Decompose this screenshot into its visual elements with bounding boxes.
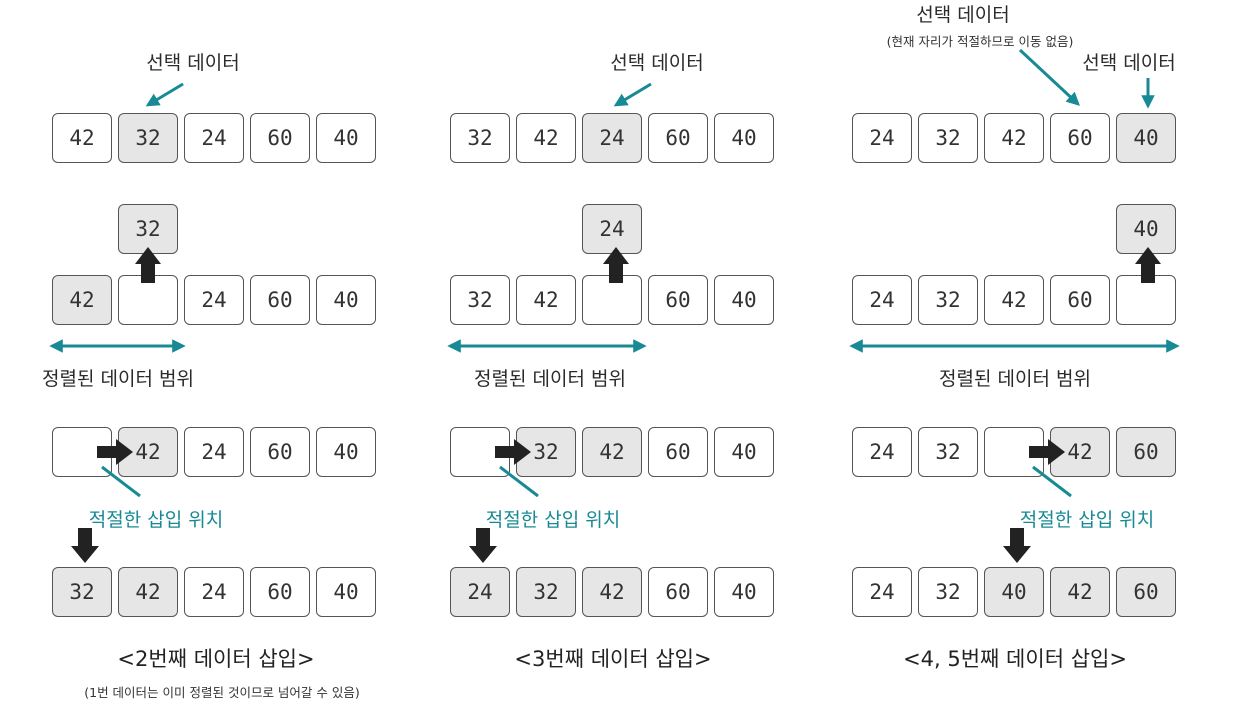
cell: 40 xyxy=(714,427,774,477)
cell-empty xyxy=(984,427,1044,477)
cell-sorted: 60 xyxy=(1116,567,1176,617)
insert-position-label: 적절한 삽입 위치 xyxy=(485,509,621,531)
cell: 40 xyxy=(316,427,376,477)
no-move-note: (현재 자리가 적절하므로 이동 없음) xyxy=(886,34,1074,49)
picked-value: 24 xyxy=(582,204,642,254)
selected-data-label: 선택 데이터 xyxy=(610,52,704,74)
sorted-range-label: 정렬된 데이터 범위 xyxy=(939,368,1091,390)
cell: 42 xyxy=(516,275,576,325)
cell: 32 xyxy=(918,275,978,325)
selected-data-label: 선택 데이터 xyxy=(1082,52,1176,74)
cell-shifted: 42 xyxy=(118,427,178,477)
panel-caption: <3번째 데이터 삽입> xyxy=(514,647,712,671)
picked-value: 40 xyxy=(1116,204,1176,254)
cell: 32 xyxy=(918,113,978,163)
panel-caption: <2번째 데이터 삽입> xyxy=(117,647,315,671)
cell: 40 xyxy=(316,567,376,617)
cell: 40 xyxy=(714,567,774,617)
cell: 60 xyxy=(648,275,708,325)
cell: 24 xyxy=(184,567,244,617)
panel-note: (1번 데이터는 이미 정렬된 것이므로 넘어갈 수 있음) xyxy=(84,685,360,700)
cell: 32 xyxy=(450,113,510,163)
cell: 60 xyxy=(250,275,310,325)
cell: 60 xyxy=(1050,113,1110,163)
cell-empty xyxy=(1116,275,1176,325)
cell-empty xyxy=(450,427,510,477)
cell: 40 xyxy=(714,113,774,163)
panel-caption: <4, 5번째 데이터 삽입> xyxy=(903,647,1127,671)
selected-pointer-arrow xyxy=(145,82,184,107)
insert-arrow xyxy=(71,528,99,563)
cell: 40 xyxy=(714,275,774,325)
sorted-range-label: 정렬된 데이터 범위 xyxy=(42,368,194,390)
cell-selected: 40 xyxy=(1116,113,1176,163)
insert-position-label: 적절한 삽입 위치 xyxy=(88,509,224,531)
cell: 24 xyxy=(184,427,244,477)
picked-value: 32 xyxy=(118,204,178,254)
cell: 40 xyxy=(316,113,376,163)
cell-sorted: 32 xyxy=(516,567,576,617)
cell-shifted: 42 xyxy=(582,427,642,477)
cell: 24 xyxy=(852,567,912,617)
cell-sorted: 42 xyxy=(1050,567,1110,617)
insert-arrow xyxy=(1003,528,1031,563)
cell: 24 xyxy=(852,427,912,477)
cell-empty xyxy=(52,427,112,477)
cell: 24 xyxy=(184,275,244,325)
cell-sorted: 24 xyxy=(450,567,510,617)
cell: 32 xyxy=(450,275,510,325)
cell-sorted: 42 xyxy=(52,275,112,325)
cell-shifted: 32 xyxy=(516,427,576,477)
selected-data-label-no-move: 선택 데이터 xyxy=(916,4,1010,26)
cell: 60 xyxy=(648,427,708,477)
selected-pointer-arrow xyxy=(1018,48,1080,106)
cell: 42 xyxy=(984,275,1044,325)
cell: 42 xyxy=(52,113,112,163)
cell: 24 xyxy=(184,113,244,163)
cell-shifted: 42 xyxy=(1050,427,1110,477)
cell-selected: 24 xyxy=(582,113,642,163)
cell-empty xyxy=(582,275,642,325)
cell: 32 xyxy=(918,427,978,477)
cell-sorted: 40 xyxy=(984,567,1044,617)
cell-shifted: 60 xyxy=(1116,427,1176,477)
cell-sorted: 42 xyxy=(118,567,178,617)
selected-pointer-arrow xyxy=(613,82,652,107)
selected-data-label: 선택 데이터 xyxy=(146,52,240,74)
cell: 60 xyxy=(648,567,708,617)
cell-empty xyxy=(118,275,178,325)
insert-position-label: 적절한 삽입 위치 xyxy=(1019,509,1155,531)
insert-arrow xyxy=(469,528,497,563)
sorted-range-label: 정렬된 데이터 범위 xyxy=(474,368,626,390)
cell: 42 xyxy=(516,113,576,163)
cell: 40 xyxy=(316,275,376,325)
cell: 60 xyxy=(250,427,310,477)
cell: 24 xyxy=(852,113,912,163)
cell-selected: 32 xyxy=(118,113,178,163)
cell: 60 xyxy=(250,567,310,617)
cell-sorted: 42 xyxy=(582,567,642,617)
cell: 60 xyxy=(648,113,708,163)
cell: 42 xyxy=(984,113,1044,163)
cell: 60 xyxy=(250,113,310,163)
cell: 32 xyxy=(918,567,978,617)
cell: 24 xyxy=(852,275,912,325)
cell: 60 xyxy=(1050,275,1110,325)
cell-sorted: 32 xyxy=(52,567,112,617)
